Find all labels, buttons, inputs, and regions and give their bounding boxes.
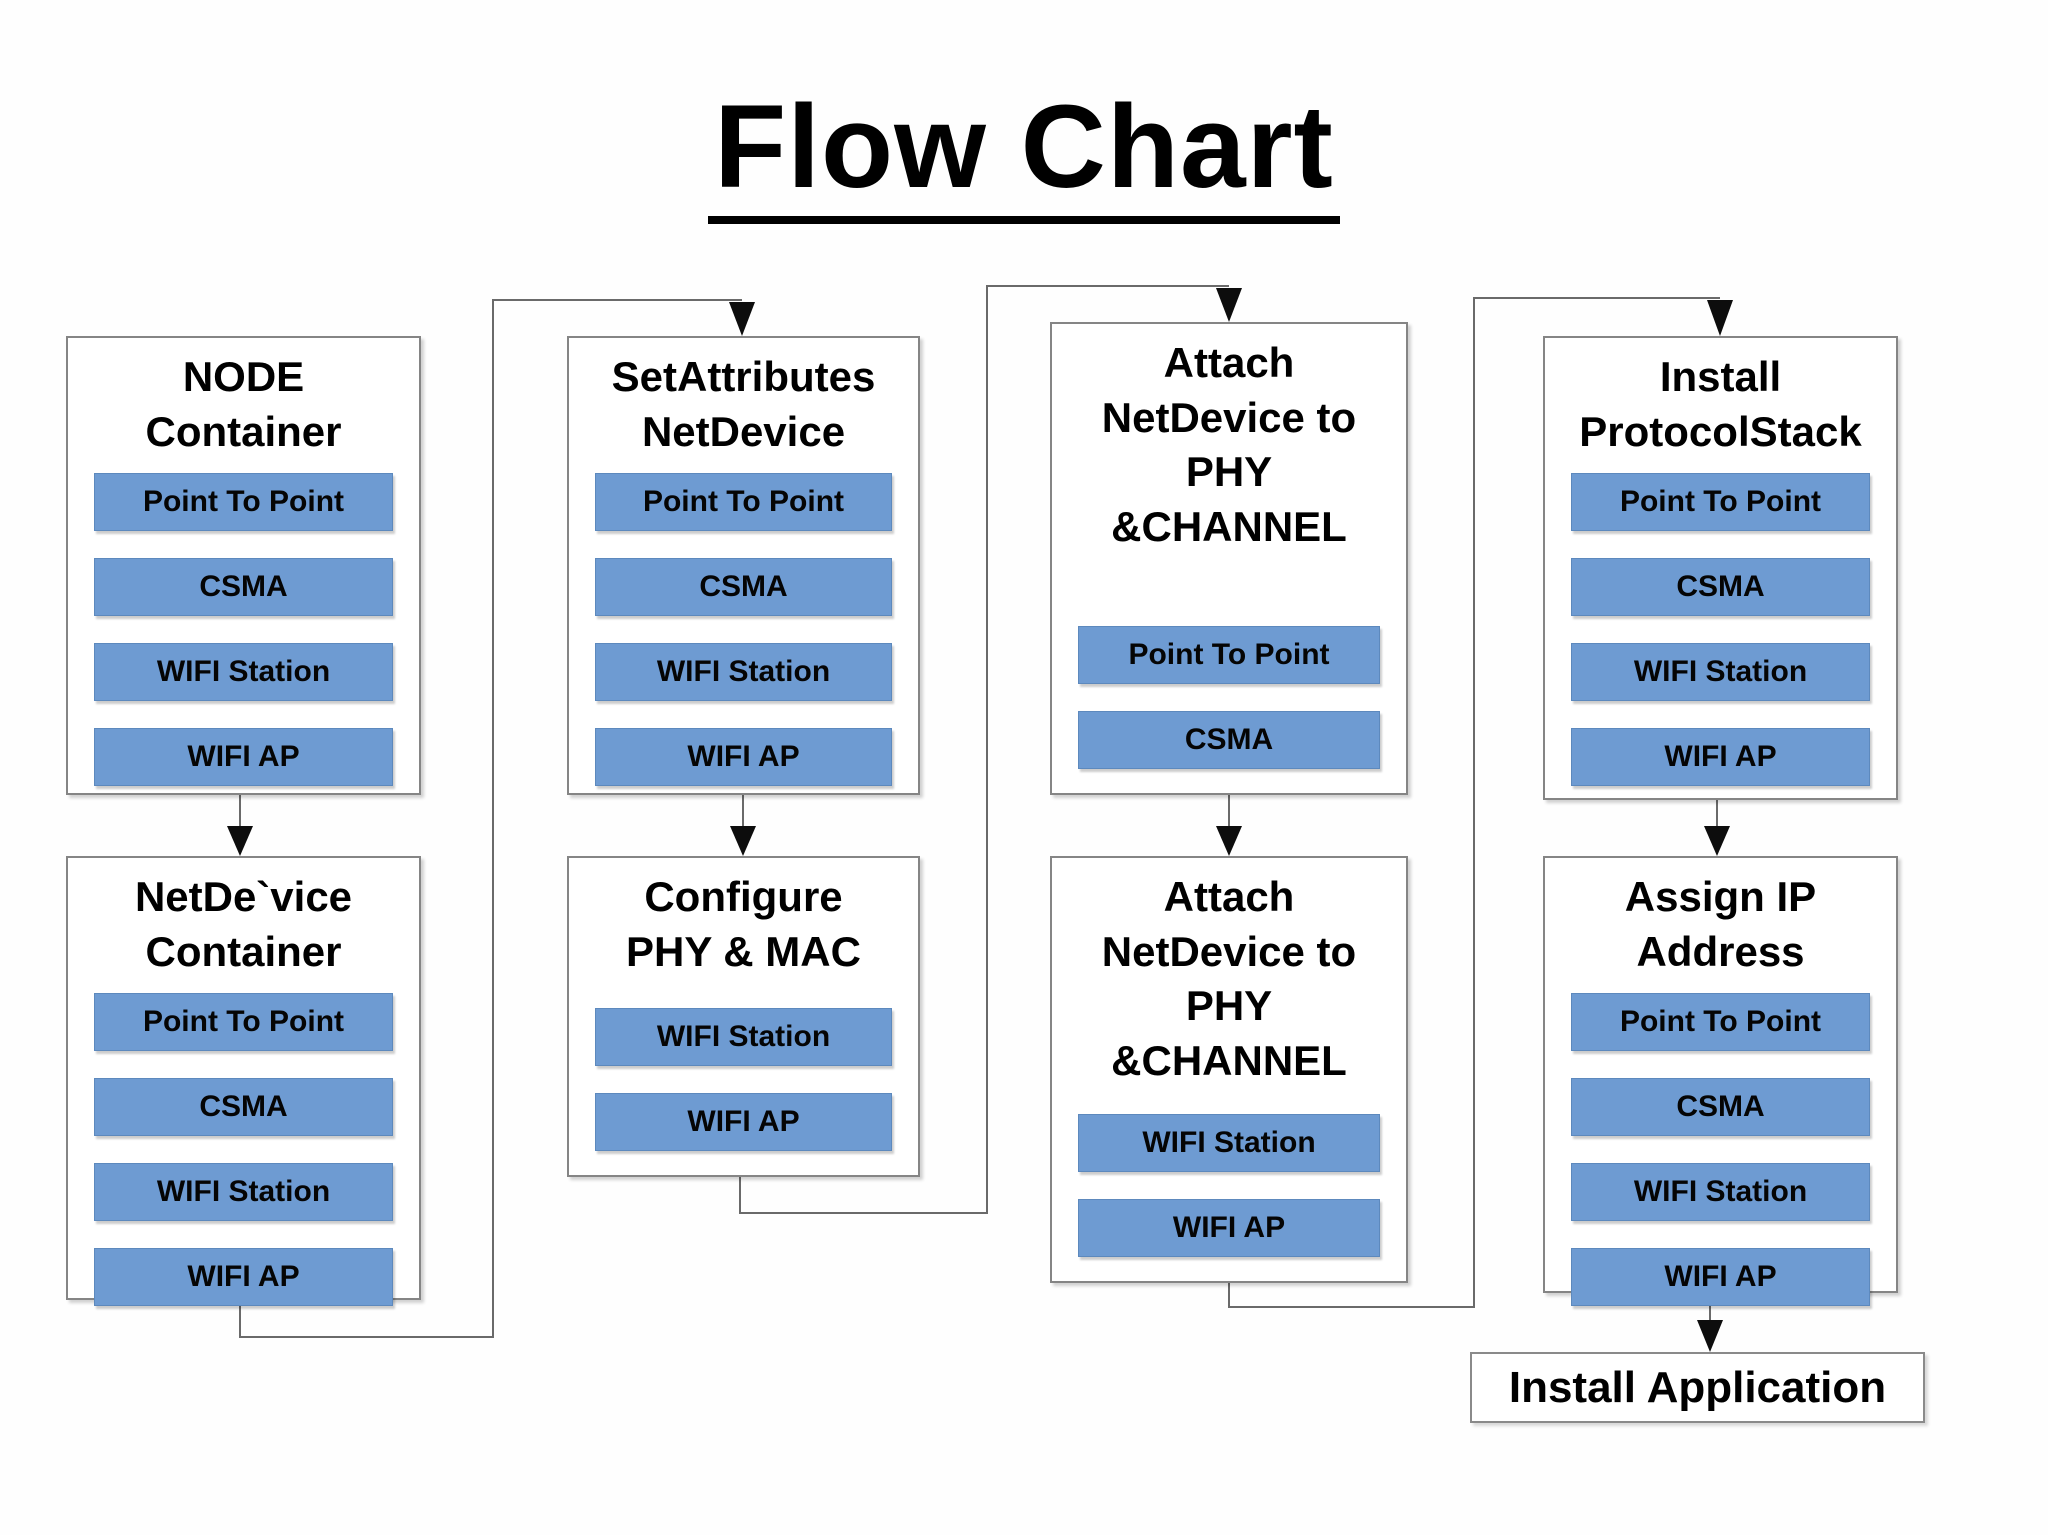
box-items: WIFI Station WIFI AP xyxy=(1078,1114,1380,1257)
flow-item: CSMA xyxy=(1078,711,1380,769)
box-title: Install ProtocolStack xyxy=(1579,353,1862,455)
connector-attach1-to-attach2 xyxy=(1216,795,1242,856)
page-title-text: Flow Chart xyxy=(708,88,1340,224)
flow-box-assign-ip-address: Assign IP Address Point To Point CSMA WI… xyxy=(1543,856,1898,1307)
box-title: NODE Container xyxy=(145,353,342,455)
flow-item: Point To Point xyxy=(595,473,892,532)
flow-item: WIFI Station xyxy=(1078,1114,1380,1172)
box-title: Assign IP Address xyxy=(1624,873,1817,975)
box-title: NetDe`vice Container xyxy=(134,873,353,975)
flow-item: CSMA xyxy=(1571,558,1870,617)
flow-box-install-application: Install Application xyxy=(1470,1352,1925,1423)
flow-box-install-protocolstack: Install ProtocolStack Point To Point CSM… xyxy=(1543,336,1898,800)
flow-item: Point To Point xyxy=(1571,993,1870,1052)
flow-box-netdevice-container: NetDe`vice Container Point To Point CSMA… xyxy=(66,856,421,1307)
flow-item: CSMA xyxy=(1571,1078,1870,1137)
flow-item: Point To Point xyxy=(94,993,393,1052)
box-items: Point To Point CSMA WIFI Station WIFI AP xyxy=(94,473,393,787)
box-title: Install Application xyxy=(1508,1362,1887,1412)
flow-item: WIFI AP xyxy=(94,728,393,787)
box-title: Configure PHY & MAC xyxy=(626,873,861,975)
arrow-down-icon xyxy=(730,826,756,856)
box-items: Point To Point CSMA xyxy=(1078,626,1380,769)
arrow-down-icon xyxy=(1707,300,1733,336)
box-title: Attach NetDevice to PHY &CHANNEL xyxy=(1101,339,1357,550)
flow-box-attach-netdevice-1: Attach NetDevice to PHY &CHANNEL Point T… xyxy=(1050,322,1408,795)
box-title: Attach NetDevice to PHY &CHANNEL xyxy=(1101,873,1357,1084)
connector-node-to-netdevice xyxy=(227,795,253,856)
flow-item: Point To Point xyxy=(94,473,393,532)
flow-item: CSMA xyxy=(94,1078,393,1137)
flow-item: WIFI AP xyxy=(595,728,892,787)
box-items: Point To Point CSMA WIFI Station WIFI AP xyxy=(1571,993,1870,1307)
flow-item: CSMA xyxy=(595,558,892,617)
box-items: Point To Point CSMA WIFI Station WIFI AP xyxy=(94,993,393,1307)
box-items: Point To Point CSMA WIFI Station WIFI AP xyxy=(1571,473,1870,787)
flow-box-setattributes-netdevice: SetAttributes NetDevice Point To Point C… xyxy=(567,336,920,795)
arrow-down-icon xyxy=(729,302,755,336)
flow-item: WIFI Station xyxy=(1571,1163,1870,1222)
flow-item: WIFI Station xyxy=(1571,643,1870,702)
box-items: WIFI Station WIFI AP xyxy=(595,1008,892,1151)
flow-item: WIFI Station xyxy=(595,1008,892,1066)
connector-setattributes-to-configure xyxy=(730,795,756,856)
flow-item: CSMA xyxy=(94,558,393,617)
flow-item: WIFI AP xyxy=(1078,1199,1380,1257)
box-title: SetAttributes NetDevice xyxy=(611,353,876,455)
arrow-down-icon xyxy=(227,826,253,856)
arrow-down-icon xyxy=(1697,1320,1723,1352)
flow-item: WIFI AP xyxy=(1571,728,1870,787)
flow-box-configure-phy-mac: Configure PHY & MAC WIFI Station WIFI AP xyxy=(567,856,920,1177)
flow-item: WIFI AP xyxy=(94,1248,393,1307)
flow-item: Point To Point xyxy=(1078,626,1380,684)
flow-box-attach-netdevice-2: Attach NetDevice to PHY &CHANNEL WIFI St… xyxy=(1050,856,1408,1283)
arrow-down-icon xyxy=(1216,288,1242,322)
page-title: Flow Chart xyxy=(0,88,2048,224)
connector-protocolstack-to-assignip xyxy=(1704,800,1730,856)
flow-item: WIFI Station xyxy=(94,643,393,702)
box-items: Point To Point CSMA WIFI Station WIFI AP xyxy=(595,473,892,787)
arrow-down-icon xyxy=(1216,826,1242,856)
flow-item: WIFI Station xyxy=(595,643,892,702)
flow-item: Point To Point xyxy=(1571,473,1870,532)
flow-item: WIFI AP xyxy=(1571,1248,1870,1307)
flow-item: WIFI AP xyxy=(595,1093,892,1151)
flow-item: WIFI Station xyxy=(94,1163,393,1222)
flow-box-node-container: NODE Container Point To Point CSMA WIFI … xyxy=(66,336,421,795)
arrow-down-icon xyxy=(1704,826,1730,856)
